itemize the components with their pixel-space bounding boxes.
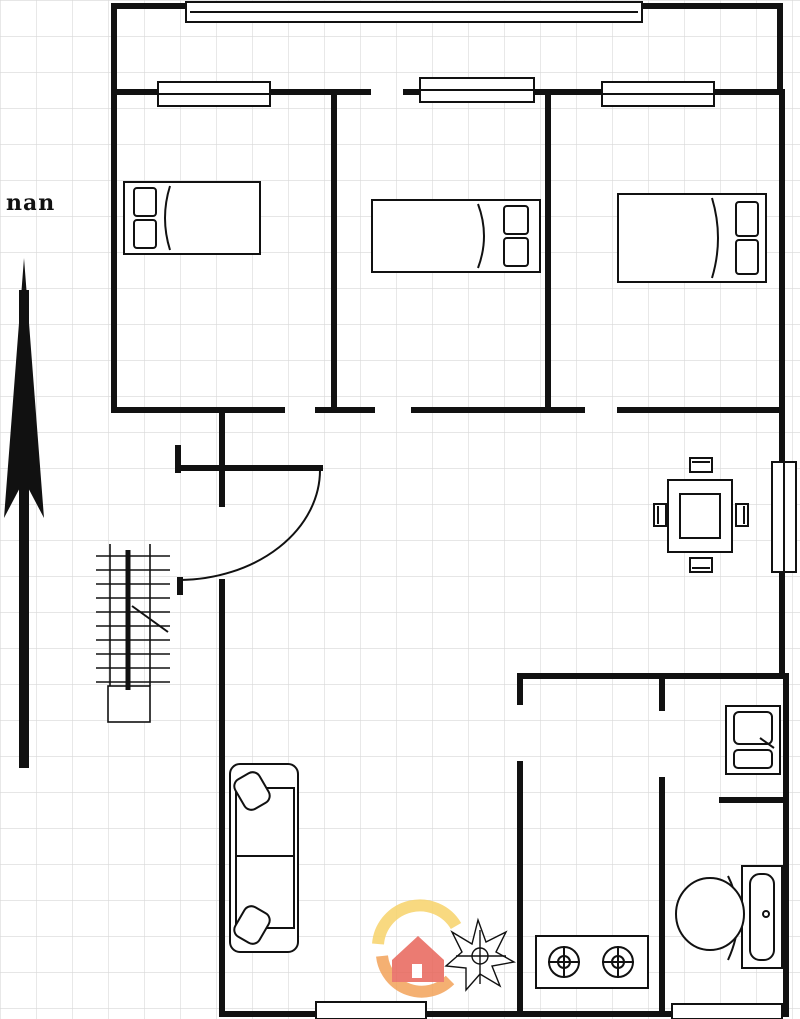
bed-icon bbox=[617, 193, 767, 283]
chair-icon bbox=[735, 503, 749, 527]
staircase-icon bbox=[96, 544, 170, 723]
chair-icon bbox=[653, 503, 667, 527]
dining-table-icon bbox=[653, 457, 749, 573]
sink-icon bbox=[725, 705, 781, 775]
toilet-icon bbox=[675, 875, 745, 961]
bathtub-icon bbox=[741, 865, 783, 969]
bed-icon bbox=[123, 181, 261, 255]
house-logo-icon bbox=[372, 899, 462, 998]
chair-icon bbox=[689, 557, 713, 573]
sofa-icon bbox=[229, 763, 299, 953]
chair-icon bbox=[689, 457, 713, 473]
north-arrow-icon bbox=[4, 258, 44, 768]
stove-icon bbox=[535, 935, 649, 989]
plant-icon bbox=[444, 917, 517, 992]
bed-icon bbox=[371, 199, 541, 273]
windows bbox=[157, 1, 797, 1019]
entrance-door-swing bbox=[179, 469, 321, 581]
